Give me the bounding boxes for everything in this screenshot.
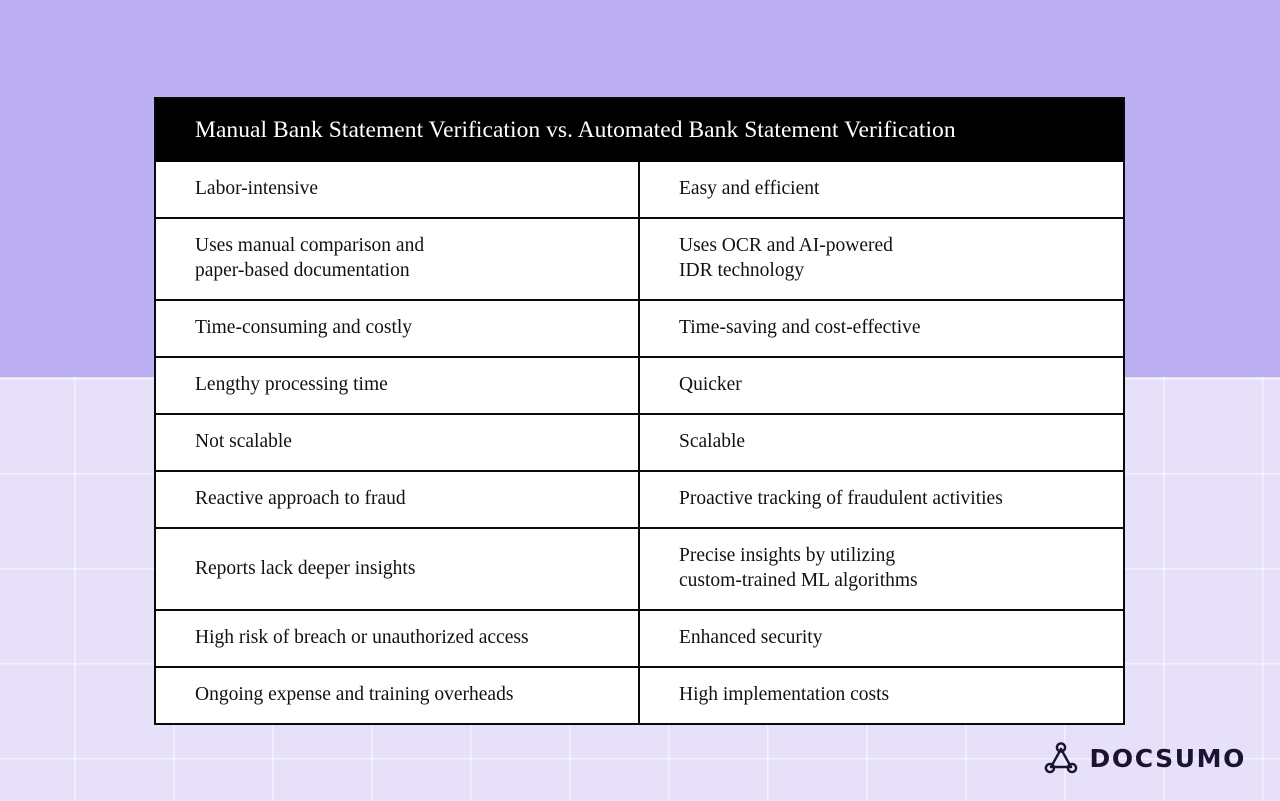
cell-text-line: High implementation costs xyxy=(679,684,890,706)
cell-text: High risk of breach or unauthorized acce… xyxy=(195,626,529,651)
table-cell-right: Proactive tracking of fraudulent activit… xyxy=(640,472,1123,527)
cell-text-line: Scalable xyxy=(679,431,746,453)
docsumo-node-graph-icon xyxy=(1044,742,1077,774)
table-row: Reactive approach to fraud Proactive trac… xyxy=(156,470,1123,527)
cell-text: Reactive approach to fraud xyxy=(195,487,406,512)
docsumo-wordmark: DOCSUMO xyxy=(1089,743,1246,773)
cell-text-line: Labor-intensive xyxy=(195,178,319,200)
table-cell-right: Enhanced security xyxy=(640,611,1123,666)
table-row: Uses manual comparison and paper-based do… xyxy=(156,217,1123,299)
cell-text: Quicker xyxy=(679,373,742,398)
table-title: Manual Bank Statement Verification vs. A… xyxy=(195,117,956,143)
cell-text-line: Precise insights by utilizing xyxy=(679,545,896,567)
table-cell-left: Reports lack deeper insights xyxy=(156,529,640,609)
docsumo-logo: DOCSUMO xyxy=(1044,741,1246,775)
table-row: Time-consuming and costly Time-saving and… xyxy=(156,299,1123,356)
table-cell-left: Uses manual comparison and paper-based do… xyxy=(156,219,640,299)
cell-text: Easy and efficient xyxy=(679,177,819,202)
cell-text-line: Proactive tracking of fraudulent activit… xyxy=(679,488,1003,510)
table-cell-right: Scalable xyxy=(640,415,1123,470)
cell-text-line: Uses manual comparison and xyxy=(195,235,425,257)
table-row: Reports lack deeper insights Precise insi… xyxy=(156,527,1123,609)
table-cell-left: Lengthy processing time xyxy=(156,358,640,413)
cell-text: Ongoing expense and training overheads xyxy=(195,683,513,708)
table-cell-left: High risk of breach or unauthorized acce… xyxy=(156,611,640,666)
table-cell-left: Reactive approach to fraud xyxy=(156,472,640,527)
cell-text: Proactive tracking of fraudulent activit… xyxy=(679,487,1003,512)
cell-text-line: High risk of breach or unauthorized acce… xyxy=(195,627,529,649)
cell-text: Uses manual comparison and paper-based do… xyxy=(195,234,424,284)
comparison-table: Manual Bank Statement Verification vs. A… xyxy=(154,97,1125,725)
table-cell-right: High implementation costs xyxy=(640,668,1123,723)
table-cell-right: Quicker xyxy=(640,358,1123,413)
cell-text-line: Time-saving and cost-effective xyxy=(679,317,921,339)
cell-text-line: Ongoing expense and training overheads xyxy=(195,684,514,706)
table-row: Ongoing expense and training overheads Hi… xyxy=(156,666,1123,723)
cell-text-line: Enhanced security xyxy=(679,627,823,649)
cell-text-line: Quicker xyxy=(679,374,742,396)
table-cell-left: Ongoing expense and training overheads xyxy=(156,668,640,723)
cell-text: Time-saving and cost-effective xyxy=(679,316,921,341)
cell-text: Precise insights by utilizing custom-trai… xyxy=(679,544,918,594)
table-cell-right: Precise insights by utilizing custom-trai… xyxy=(640,529,1123,609)
table-row: Not scalable Scalable xyxy=(156,413,1123,470)
cell-text: Reports lack deeper insights xyxy=(195,557,415,582)
cell-text: Not scalable xyxy=(195,430,292,455)
cell-text: High implementation costs xyxy=(679,683,889,708)
cell-text-line: Not scalable xyxy=(195,431,292,453)
cell-text-line: custom-trained ML algorithms xyxy=(679,570,918,591)
table-cell-right: Easy and efficient xyxy=(640,162,1123,217)
table-cell-left: Labor-intensive xyxy=(156,162,640,217)
cell-text-line: Time-consuming and costly xyxy=(195,317,413,339)
table-row: Lengthy processing time Quicker xyxy=(156,356,1123,413)
table-cell-left: Time-consuming and costly xyxy=(156,301,640,356)
cell-text: Enhanced security xyxy=(679,626,822,651)
cell-text: Time-consuming and costly xyxy=(195,316,412,341)
cell-text-line: paper-based documentation xyxy=(195,260,410,281)
cell-text: Scalable xyxy=(679,430,745,455)
table-header-bar: Manual Bank Statement Verification vs. A… xyxy=(156,99,1123,162)
cell-text-line: IDR technology xyxy=(679,260,805,281)
cell-text-line: Uses OCR and AI-powered xyxy=(679,235,893,257)
cell-text-line: Easy and efficient xyxy=(679,178,820,200)
cell-text: Lengthy processing time xyxy=(195,373,388,398)
cell-text-line: Lengthy processing time xyxy=(195,374,388,396)
cell-text: Labor-intensive xyxy=(195,177,318,202)
table-cell-left: Not scalable xyxy=(156,415,640,470)
table-row: Labor-intensive Easy and efficient xyxy=(156,162,1123,217)
table-row: High risk of breach or unauthorized acce… xyxy=(156,609,1123,666)
table-cell-right: Time-saving and cost-effective xyxy=(640,301,1123,356)
cell-text-line: Reports lack deeper insights xyxy=(195,557,416,579)
cell-text-line: Reactive approach to fraud xyxy=(195,488,406,510)
